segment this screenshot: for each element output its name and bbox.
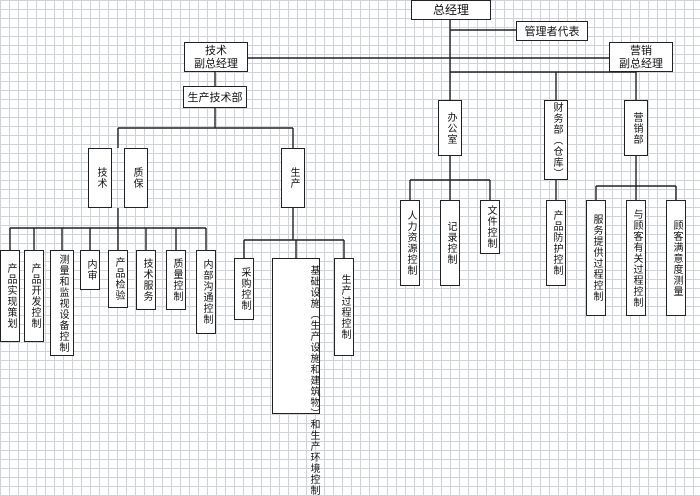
product-protection-box: 产品防护控制 (546, 200, 566, 286)
product-planning-box: 产品实现策划 (0, 250, 20, 342)
internal-audit-box: 内审 (80, 250, 100, 290)
quality-assurance-box: 质保 (124, 148, 148, 208)
hr-control-box: 人力资源控制 (400, 200, 420, 286)
records-control-box: 记录控制 (440, 200, 460, 286)
org-chart-connectors (9, 20, 677, 258)
tech-box: 技术 (88, 148, 112, 208)
quality-control-box: 质量控制 (166, 250, 186, 310)
sales-vice-gm-box: 营销 副总经理 (609, 42, 673, 72)
customer-process-box: 与顾客有关过程控制 (626, 200, 646, 316)
satisfaction-measure-box: 顾客满意度测量 (666, 200, 686, 316)
production-tech-dept-box: 生产技术部 (183, 86, 247, 108)
process-control-box: 生产过程控制 (334, 258, 354, 356)
sales-dept-box: 营销部 (624, 100, 648, 156)
office-box: 办公室 (438, 100, 462, 156)
finance-dept-box: 财务部（仓库） (544, 100, 568, 180)
tech-vice-gm-box: 技术 副总经理 (184, 42, 248, 72)
environment-control-text: 和生产环境控制 (308, 419, 319, 496)
internal-communication-box: 内部沟通控制 (196, 250, 216, 334)
management-representative-box: 管理者代表 (516, 21, 588, 41)
product-inspection-box: 产品检验 (108, 250, 128, 308)
infrastructure-text: 基础设施（生产设施和建筑物） (308, 265, 319, 419)
measuring-equipment-box: 测量和监视设备控制 (50, 250, 74, 356)
product-development-box: 产品开发控制 (24, 250, 44, 342)
infrastructure-box: 基础设施（生产设施和建筑物） 和生产环境控制 (272, 258, 320, 496)
tech-service-box: 技术服务 (136, 250, 156, 310)
general-manager-box: 总经理 (411, 0, 491, 20)
purchasing-control-box: 采购控制 (234, 258, 254, 320)
service-process-box: 服务提供过程控制 (586, 200, 606, 316)
production-box: 生产 (281, 148, 305, 208)
document-control-box: 文件控制 (480, 200, 500, 254)
